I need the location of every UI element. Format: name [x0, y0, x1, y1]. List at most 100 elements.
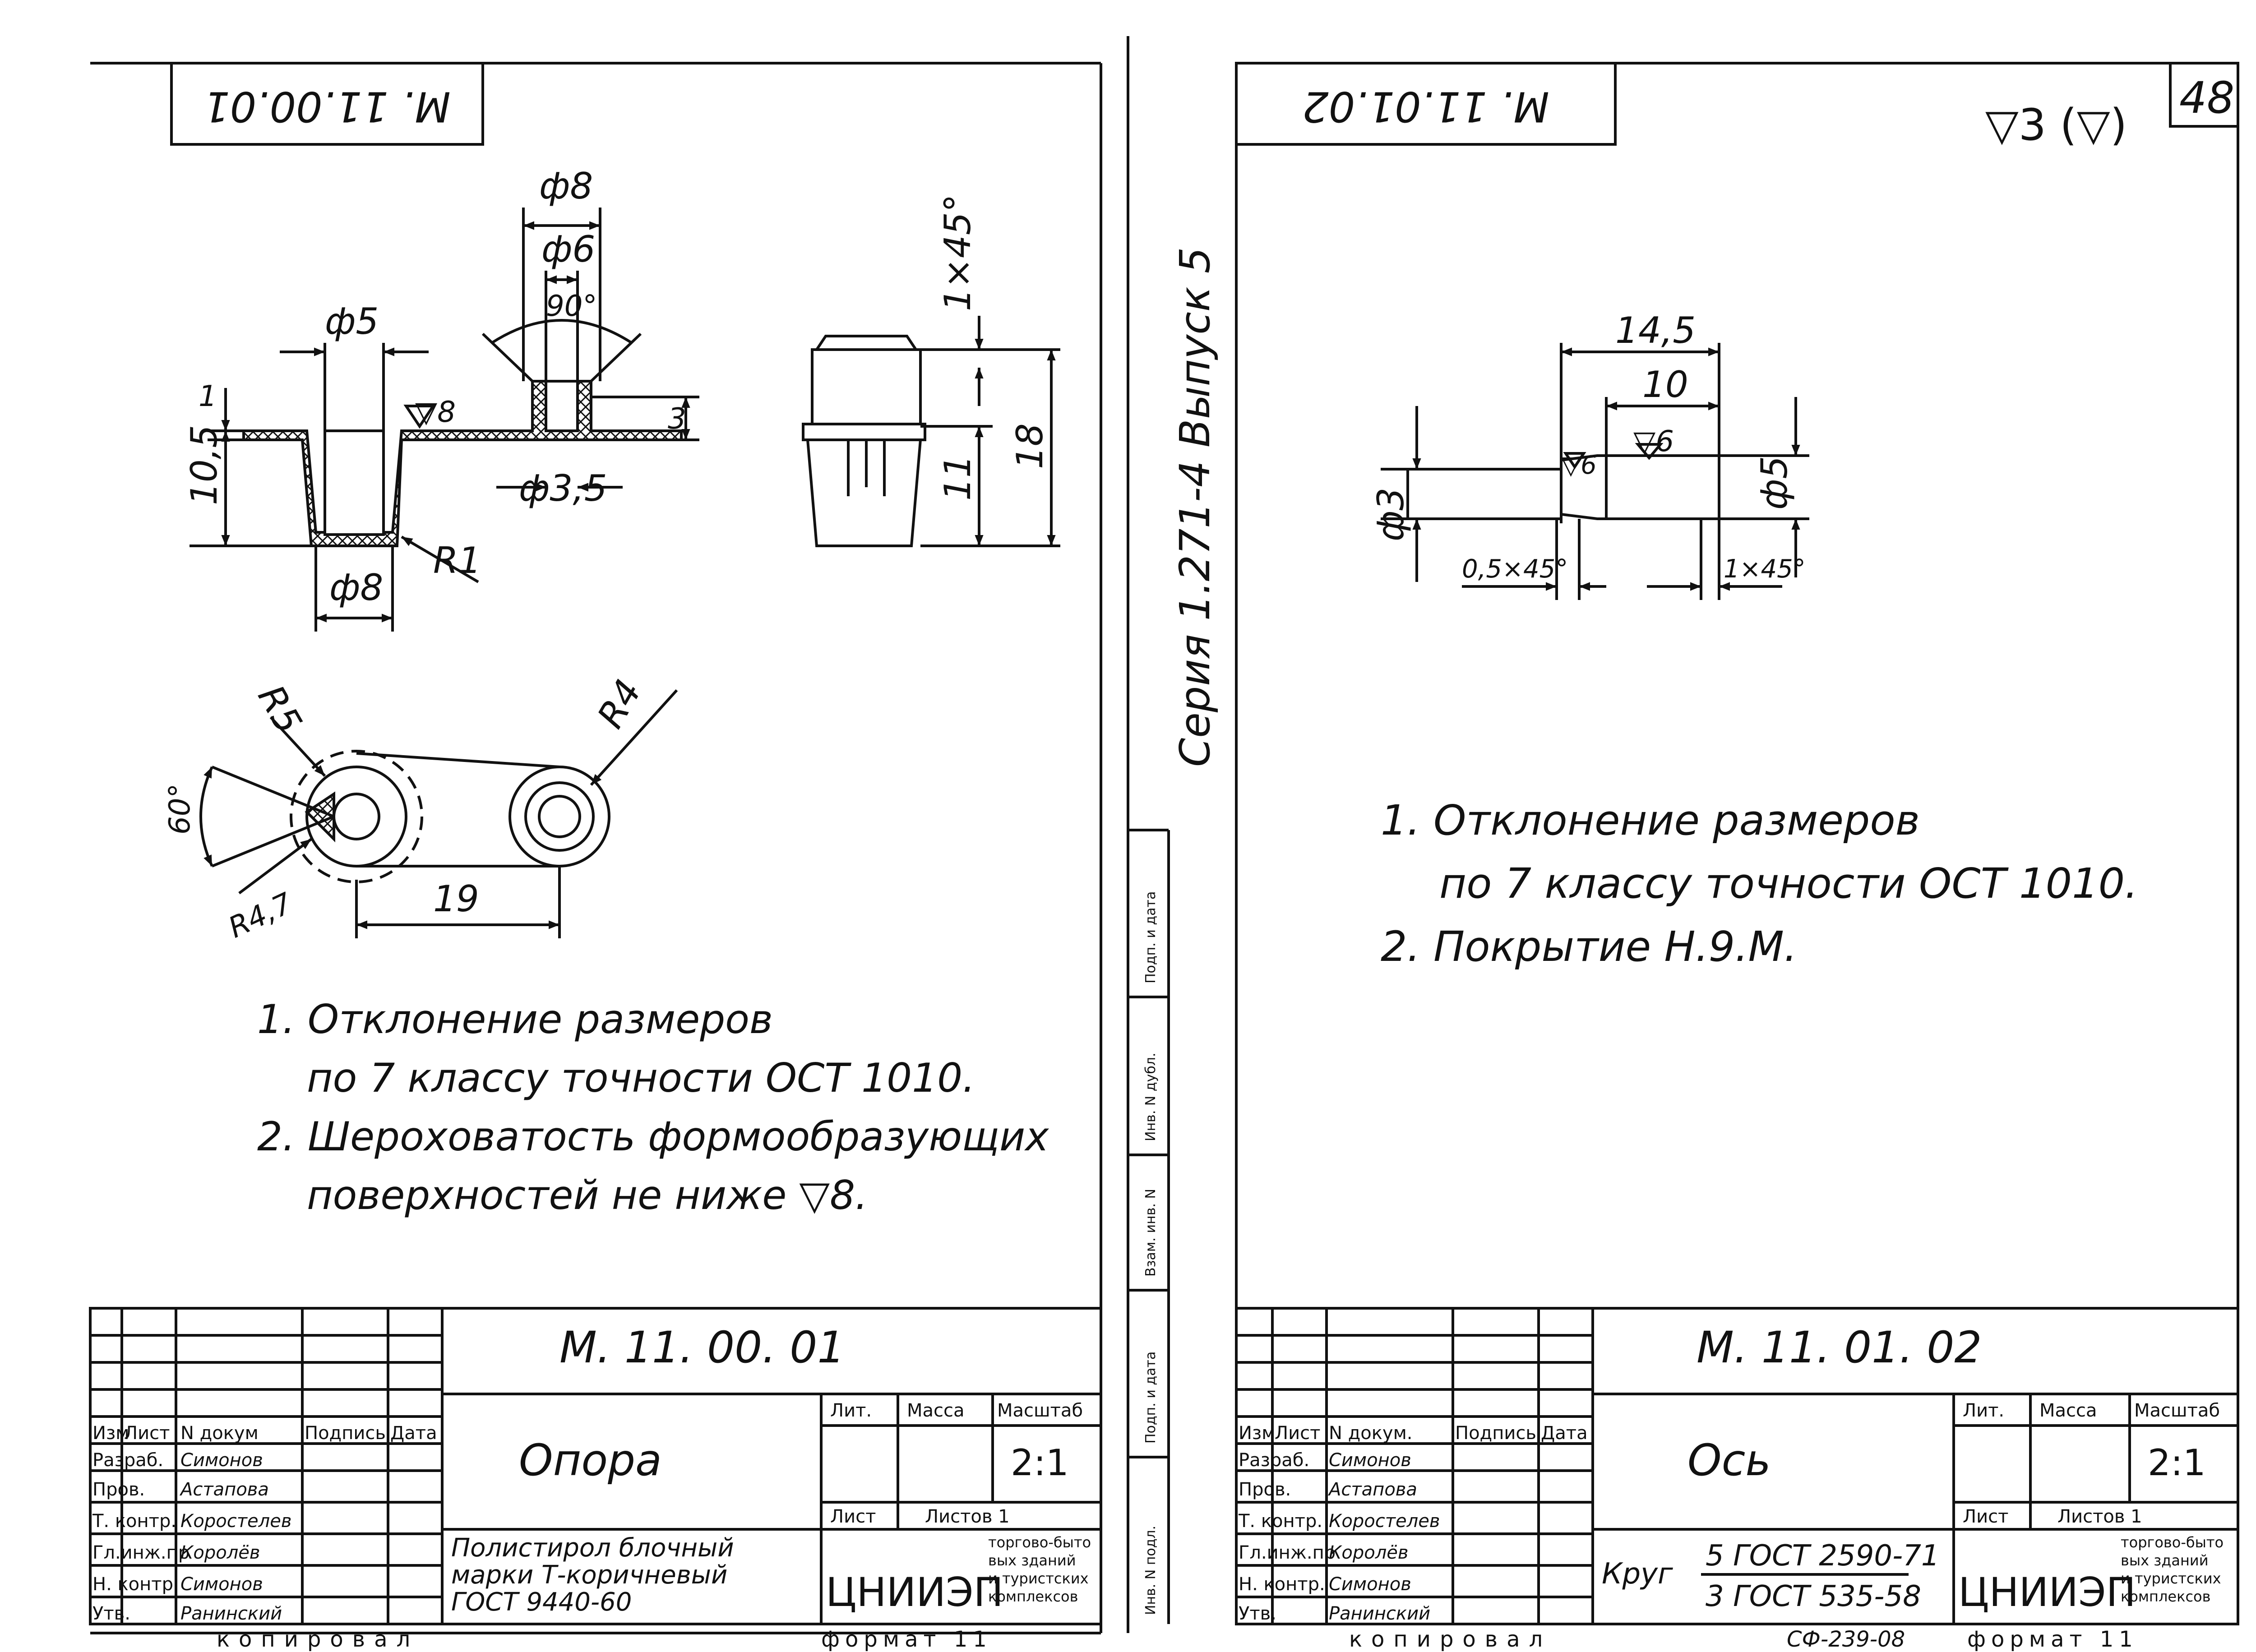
left-org-desc-0: торгово-быто	[988, 1534, 1091, 1551]
right-notes: 1. Отклонение размеров по 7 классу точно…	[1381, 796, 2138, 971]
left-material-3: ГОСТ 9440-60	[451, 1587, 632, 1617]
left-col-list: Лист	[124, 1423, 170, 1444]
left-name-1: Астапова	[179, 1479, 269, 1500]
dim-d5: ф5	[1753, 456, 1795, 510]
binding-field-0: Инв. N подл.	[1143, 1526, 1159, 1615]
dim-d3-5: ф3,5	[519, 467, 607, 509]
right-sheets: Листов 1	[2057, 1506, 2142, 1527]
right-role-5: Утв.	[1239, 1603, 1276, 1624]
dim-d6: ф6	[541, 228, 595, 270]
left-org-desc-2: и туристских	[988, 1570, 1089, 1587]
left-part-name: Опора	[519, 1435, 662, 1486]
right-code: М. 11. 01. 02	[1697, 1322, 1982, 1373]
right-name-4: Симонов	[1329, 1574, 1411, 1595]
left-sheets: Листов 1	[925, 1506, 1010, 1527]
roughness-8-label: ▽8	[415, 396, 456, 429]
right-org-desc-0: торгово-быто	[2121, 1534, 2224, 1551]
left-role-3: Гл.инж.пр	[92, 1542, 190, 1563]
left-role-4: Н. контр.	[92, 1574, 179, 1595]
right-mass: Масса	[2039, 1400, 2097, 1421]
right-col-list: Лист	[1275, 1423, 1320, 1444]
binding-field-1: Подп. и дата	[1143, 1352, 1159, 1444]
left-note-1b: по 7 классу точности ОСТ 1010.	[307, 1055, 975, 1101]
right-note-1b: по 7 классу точности ОСТ 1010.	[1439, 859, 2138, 908]
left-footer-format: формат 11	[821, 1627, 992, 1652]
right-drawing-code-rotated: M. 11.01.02	[1302, 83, 1549, 131]
right-title-block-text: М. 11. 01. 02 Ось Изм Лист N докум. Подп…	[1238, 1322, 2224, 1652]
left-name-5: Ранинский	[180, 1603, 282, 1624]
right-role-1: Пров.	[1239, 1479, 1291, 1500]
left-org-desc-1: вых зданий	[988, 1552, 1076, 1569]
right-title-block	[1235, 1307, 2239, 1625]
right-scale: 2:1	[2148, 1442, 2206, 1484]
dim-19: 19	[433, 878, 479, 920]
right-name-1: Астапова	[1327, 1479, 1417, 1500]
left-name-4: Симонов	[180, 1574, 263, 1595]
dim-r4: R4	[589, 673, 650, 735]
left-plan-view	[199, 689, 678, 938]
left-note-2: 2. Шероховатость формообразующих	[257, 1113, 1049, 1160]
page-number: 48	[2179, 73, 2234, 123]
right-col-sign: Подпись	[1455, 1423, 1536, 1444]
right-name-2: Коростелев	[1329, 1511, 1440, 1532]
right-col-izm: Изм	[1239, 1423, 1275, 1444]
dim-r5: R5	[250, 678, 310, 741]
right-col-ndoc: N докум.	[1329, 1423, 1413, 1444]
roughness-6a: ▽6	[1561, 451, 1597, 480]
left-material-1: Полистирол блочный	[451, 1533, 734, 1563]
left-title-block-text: М. 11. 00. 01 Опора Изм Лист N докум Под…	[92, 1322, 1091, 1652]
left-side-dim-labels: 1×45° 11 18	[937, 194, 1051, 501]
left-code: М. 11. 00. 01	[559, 1322, 845, 1373]
dim-d3: ф3	[1370, 488, 1412, 541]
left-name-2: Коростелев	[180, 1511, 291, 1532]
axle-dim-labels: 14,5 10 ▽6 ▽6 ф3 ф5 0,5×45° 1×45°	[1370, 309, 1806, 584]
left-drawing-code-rotated: M. 11.00.01	[203, 83, 451, 131]
right-name-0: Симонов	[1329, 1450, 1411, 1471]
left-role-1: Пров.	[92, 1479, 145, 1500]
dim-14-5: 14,5	[1615, 309, 1696, 351]
left-org: ЦНИИЭП	[826, 1569, 1003, 1615]
right-scale-label: Масштаб	[2134, 1400, 2220, 1421]
left-mass: Масса	[907, 1400, 965, 1421]
right-footer-copied: копировал	[1349, 1627, 1552, 1652]
binding-field-4: Подп. и дата	[1143, 891, 1159, 983]
right-role-0: Разраб.	[1239, 1450, 1309, 1471]
roughness-6b: ▽6	[1633, 425, 1674, 458]
right-material-top: 5 ГОСТ 2590-71	[1706, 1539, 1940, 1573]
series-label: Серия 1.271-4 Выпуск 5	[1171, 247, 1219, 767]
right-org-desc-1: вых зданий	[2121, 1552, 2209, 1569]
left-col-date: Дата	[390, 1423, 437, 1444]
dim-10: 10	[1642, 364, 1688, 406]
left-scale: 2:1	[1011, 1442, 1069, 1484]
dim-18: 18	[1009, 423, 1051, 469]
left-section-view	[190, 208, 699, 632]
right-name-5: Ранинский	[1329, 1603, 1430, 1624]
dim-1: 1	[199, 380, 217, 413]
dim-r4-7: R4,7	[223, 887, 297, 945]
right-note-1: 1. Отклонение размеров	[1381, 796, 1920, 844]
dim-d5: ф5	[325, 300, 379, 342]
right-part-name: Ось	[1687, 1435, 1771, 1486]
roughness-top: ▽3 (▽)	[1985, 100, 2127, 150]
dim-chamfer-1: 1×45°	[1724, 554, 1806, 584]
right-footer-code: СФ-239-08	[1787, 1627, 1905, 1652]
left-role-0: Разраб.	[92, 1450, 163, 1471]
right-lit: Лит.	[1963, 1400, 2004, 1421]
dim-r1: R1	[433, 540, 481, 581]
left-side-view	[802, 316, 1060, 547]
left-material-2: марки Т-коричневый	[451, 1560, 727, 1590]
left-lit: Лит.	[830, 1400, 872, 1421]
right-org-desc-3: комплексов	[2121, 1588, 2210, 1605]
left-org-desc-3: комплексов	[988, 1588, 1078, 1605]
left-role-5: Утв.	[92, 1603, 130, 1624]
left-notes: 1. Отклонение размеров по 7 классу точно…	[257, 996, 1049, 1218]
left-sheet: Лист	[830, 1506, 876, 1527]
dim-angle90: 90°	[546, 290, 597, 323]
right-role-2: Т. контр.	[1238, 1511, 1322, 1532]
left-footer-copied: копировал	[217, 1627, 419, 1652]
right-role-3: Гл.инж.пр	[1239, 1542, 1336, 1563]
left-section-dim-labels: ф8 ф6 90° ф5 1 ▽8 3 10,5 ф3,5 ф8 R1	[183, 165, 686, 609]
left-scale-label: Масштаб	[997, 1400, 1083, 1421]
left-col-ndoc: N докум	[180, 1423, 259, 1444]
